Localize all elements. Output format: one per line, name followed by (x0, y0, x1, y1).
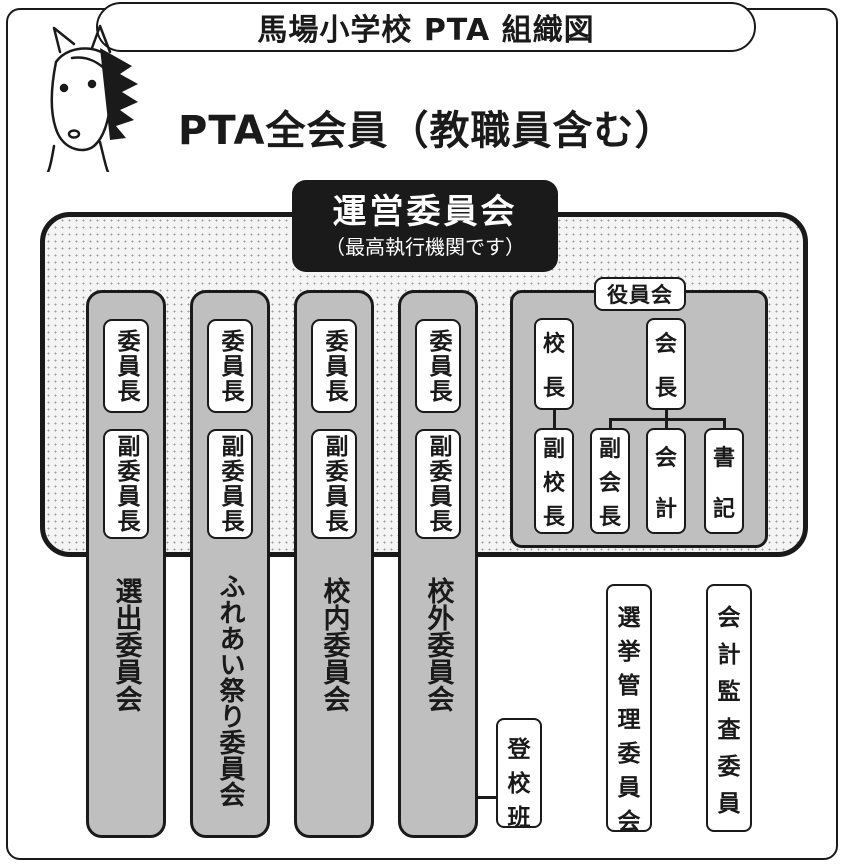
connector-secretary (723, 418, 726, 428)
secretary-box: 書記 (704, 428, 744, 534)
audit-committee-box: 会計監査委員 (706, 584, 752, 832)
committee-name: 選出委員会 (110, 577, 142, 712)
management-committee-title: 運営委員会 (332, 192, 518, 232)
election-management-committee-box: 選挙管理委員会 (606, 584, 652, 835)
vertical-char: 会 (654, 445, 677, 471)
vertical-char: 副 (542, 437, 565, 462)
vertical-char: 管 (617, 673, 641, 699)
committee-vice-chair-box: 副委員長 (415, 429, 461, 539)
vertical-char: 査 (717, 716, 741, 743)
president-box: 会長 (646, 318, 686, 410)
all-members-text: PTA全会員（教職員含む） (178, 108, 676, 154)
connector-vice-president (609, 418, 612, 428)
vertical-char: 班 (507, 805, 531, 831)
management-committee-label: 運営委員会 （最高執行機関です） (292, 180, 558, 272)
committee-name: 校外委員会 (422, 577, 454, 712)
vertical-char: 員 (617, 775, 641, 801)
vertical-char: 長 (654, 376, 677, 401)
vertical-char: 会 (598, 471, 621, 496)
vice-principal-box: 副校長 (534, 428, 574, 534)
vertical-char: 理 (617, 707, 641, 733)
committee-vice-chair-box: 副委員長 (311, 429, 357, 539)
vertical-char: 登 (507, 737, 531, 763)
vertical-char: 長 (598, 505, 621, 530)
committee-chair-box: 委員長 (103, 319, 149, 413)
school-route-group-box: 登校班 (496, 718, 542, 831)
committee-column-outside-school: 委員長 副委員長 校外委員会 (398, 290, 478, 838)
committee-vice-chair-box: 副委員長 (207, 429, 253, 539)
vice-president-box: 副会長 (590, 428, 630, 534)
vertical-char: 計 (717, 642, 741, 669)
vertical-char: 校 (507, 771, 531, 797)
vertical-char: 校 (542, 332, 565, 357)
vertical-char: 記 (712, 496, 735, 522)
principal-box: 校長 (534, 318, 574, 410)
vertical-char: 員 (717, 790, 741, 817)
accountant-box: 会計 (646, 428, 686, 534)
connector-principal-vice-principal (553, 410, 556, 428)
connector-school-route-group (478, 796, 498, 799)
connector-president-stem (665, 410, 668, 419)
vertical-char: 長 (542, 376, 565, 401)
committee-chair-box: 委員長 (415, 319, 461, 413)
vertical-char: 会 (717, 605, 741, 631)
page-title: 馬場小学校 PTA 組織図 (96, 2, 756, 52)
vertical-char: 委 (717, 753, 741, 780)
page-title-text: 馬場小学校 PTA 組織図 (257, 13, 595, 48)
committee-chair-box: 委員長 (311, 319, 357, 413)
vertical-char: 書 (712, 445, 735, 471)
committee-column-in-school: 委員長 副委員長 校内委員会 (294, 290, 374, 838)
vertical-char: 選 (617, 605, 641, 631)
horse-mascot-icon (46, 24, 138, 172)
connector-accountant (665, 418, 668, 428)
vertical-char: 校 (542, 471, 565, 496)
officers-board-label: 役員会 (594, 277, 686, 311)
committee-chair-box: 委員長 (207, 319, 253, 413)
committee-vice-chair-box: 副委員長 (103, 429, 149, 539)
vertical-char: 監 (717, 679, 741, 706)
management-committee-subtitle: （最高執行機関です） (325, 235, 525, 259)
vertical-char: 委 (617, 741, 641, 767)
committee-name: 校内委員会 (318, 577, 350, 712)
vertical-char: 副 (598, 437, 621, 462)
vertical-char: 計 (654, 496, 677, 522)
vertical-char: 会 (617, 809, 641, 835)
vertical-char: 会 (654, 332, 677, 357)
committee-column-election-selection: 委員長 副委員長 選出委員会 (86, 290, 166, 838)
vertical-char: 挙 (617, 639, 641, 665)
all-members-heading: PTA全会員（教職員含む） (178, 92, 738, 162)
vertical-char: 長 (542, 505, 565, 530)
committee-name: ふれあい祭り委員会 (215, 573, 245, 807)
committee-column-fureai-festival: 委員長 副委員長 ふれあい祭り委員会 (190, 290, 270, 838)
